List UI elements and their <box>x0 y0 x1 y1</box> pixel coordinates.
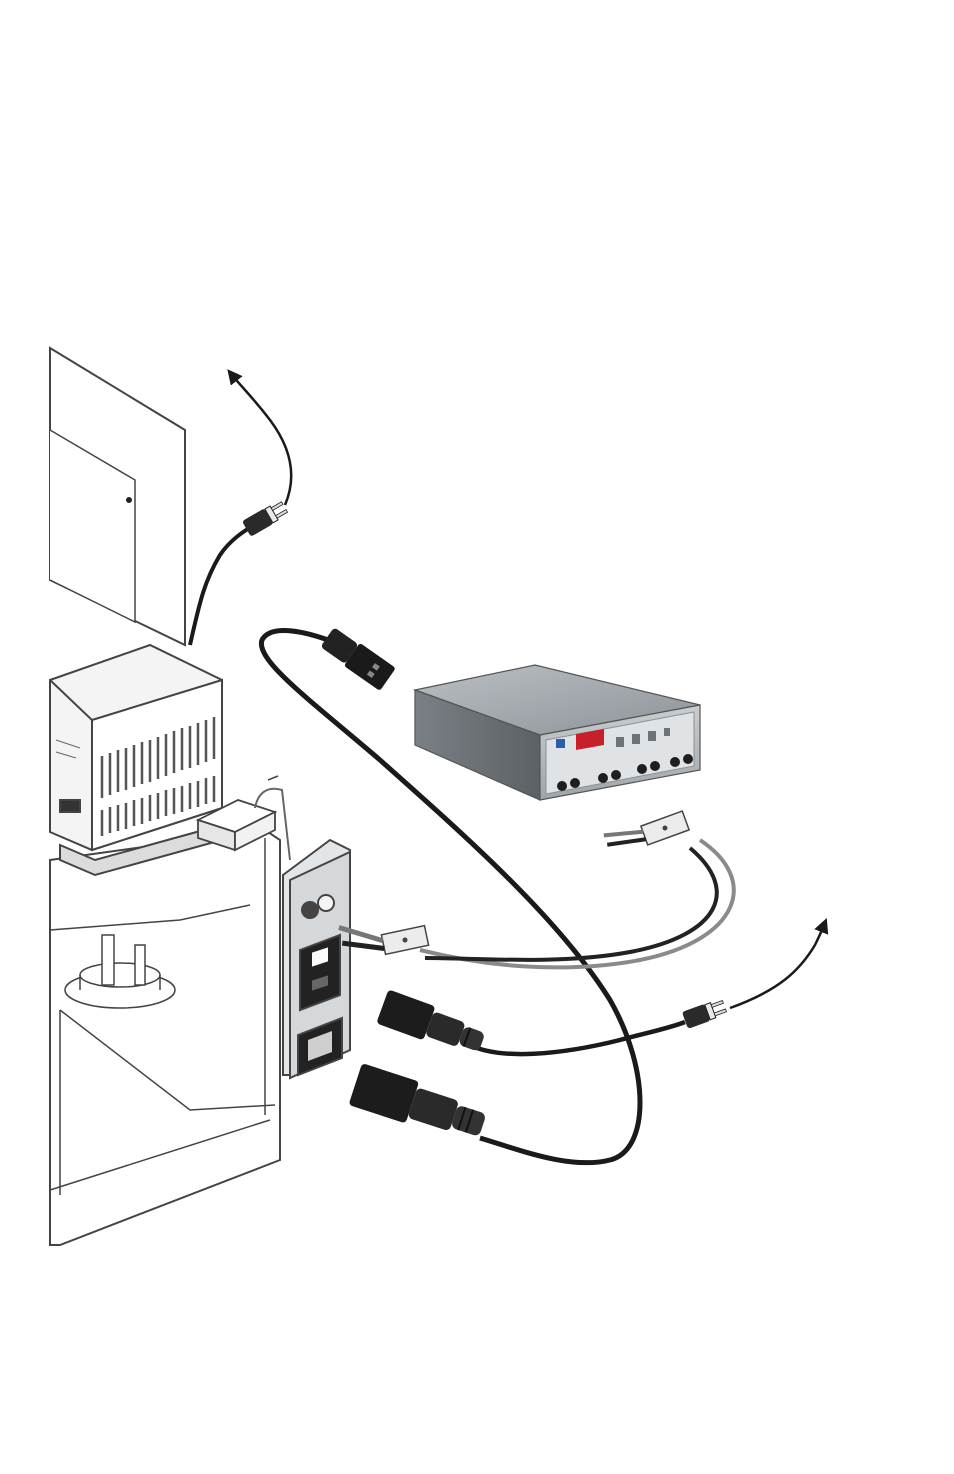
mains-plug-right <box>682 998 728 1029</box>
mains-plug-top <box>242 499 289 537</box>
socket-icon <box>302 902 318 918</box>
socket-icon <box>318 895 334 911</box>
arrow-to-wall-outlet-top <box>232 375 291 505</box>
banana-lead-pair <box>339 807 734 967</box>
mains-cord-right <box>470 1022 685 1054</box>
iec-connector-top <box>319 626 396 691</box>
arrow-to-wall-outlet-right <box>730 925 824 1008</box>
logo-icon <box>556 739 565 748</box>
rear-connector-panel <box>283 840 350 1078</box>
power-supply <box>415 665 700 800</box>
iec-connector-bottom <box>349 1063 490 1146</box>
mains-cord-top <box>190 525 255 645</box>
lead-junction-bottom <box>339 910 429 963</box>
lead-junction-top <box>604 807 689 858</box>
usb-port-icon <box>60 800 80 812</box>
iec-connector-middle <box>376 989 488 1059</box>
